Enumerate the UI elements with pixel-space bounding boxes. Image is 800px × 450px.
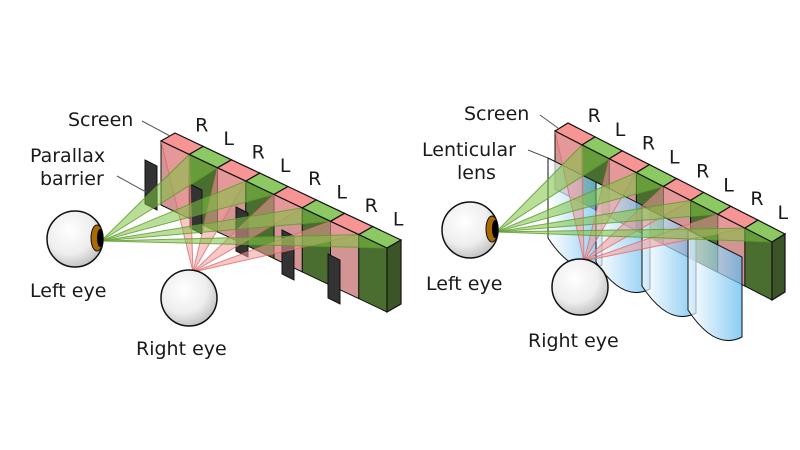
lenticular-lens-label-line2: lens [457,162,496,184]
screen-label: Screen [464,103,529,125]
screen-end-face [771,232,786,302]
left-pixel-label: L [669,147,680,169]
eyes [441,201,609,316]
right-pixel-label: R [252,141,265,163]
right-pixel-label: R [365,195,378,217]
right-eye-label: Right eye [528,330,619,352]
screen-top-faces [553,122,787,243]
left-eye-label: Left eye [426,273,502,295]
screen-end-face [386,238,402,314]
barrier-slat [327,253,341,305]
left-eye-pupil [97,229,103,247]
lenticular-lens-label-line1: Lenticular [422,139,516,161]
lens-leader-line [527,149,549,159]
left-pixel-label: L [393,208,404,230]
right-eye-label: Right eye [136,338,227,360]
right-pixel-label: R [642,133,655,155]
screen-top-faces [159,132,403,249]
parallax-barrier-label-line1: Parallax [30,145,105,167]
parallax-barrier-label-line2: barrier [40,168,104,190]
right-pixel-label: R [588,105,601,127]
light-rays [100,140,388,273]
left-pixel-label: L [723,174,734,196]
lens-cylinder [687,229,743,342]
right-pixel-label: R [195,115,208,137]
right-eye [551,258,609,316]
left-pixel-label: L [223,128,234,150]
barrier-leader-line [116,175,147,193]
right-pixel-label: R [696,160,709,182]
left-eye-label: Left eye [30,280,106,302]
left-pixel-label: L [615,119,626,141]
right-pixel-label: R [750,188,763,210]
eyes [46,210,218,327]
screen-leader-line [539,114,559,129]
screen-label: Screen [68,109,133,131]
right-eye [160,269,218,327]
left-pixel-label: L [280,155,291,177]
right-pixel-label: R [308,168,321,190]
left-pixel-label: L [336,182,347,204]
screen-leader-line [141,120,171,137]
left-pixel-label: L [777,202,788,224]
left-eye-pupil [492,220,498,238]
light-rays [495,130,773,262]
